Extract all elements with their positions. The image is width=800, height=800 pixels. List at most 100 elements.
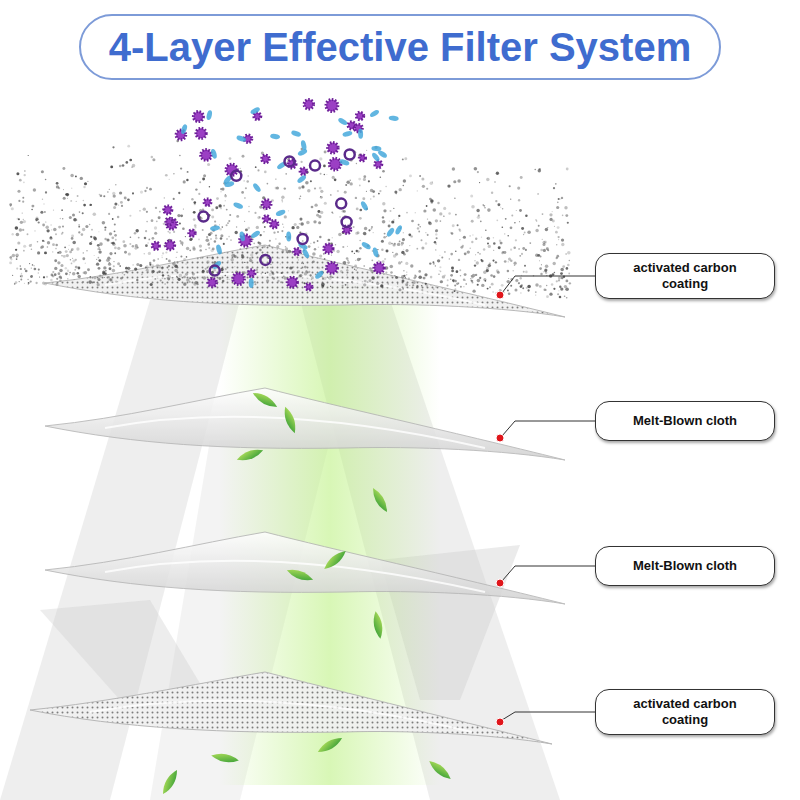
dust-particle [435,286,437,288]
dust-particle [124,197,127,200]
dust-particle [247,252,248,253]
dust-particle [267,183,269,185]
germ [359,155,365,161]
dust-particle [363,265,365,267]
dust-particle [549,213,552,216]
dust-particle [368,229,370,231]
dust-particle [206,270,209,273]
dust-particle [146,265,149,268]
germ [248,270,255,277]
dust-particle [536,220,538,222]
dust-particle [59,275,62,278]
dust-particle [507,270,509,272]
dust-particle [125,161,128,164]
dust-particle [503,251,506,254]
dust-particle [283,276,284,277]
dust-particle [107,281,109,283]
dust-particle [423,277,426,280]
dust-particle [148,252,151,255]
dust-particle [395,276,398,279]
dust-particle [357,250,359,252]
dust-particle [278,257,279,258]
dust-particle [504,233,505,234]
dust-particle [517,187,520,190]
dust-particle [15,249,17,251]
bacterium [236,135,247,143]
dust-particle [469,235,470,236]
bacterium [233,201,244,209]
dust-particle [359,217,362,220]
dust-particle [335,244,336,245]
dust-particle [179,155,180,156]
dust-particle [291,226,294,229]
dust-particle [347,246,348,247]
dust-particle [560,199,561,200]
dust-particle [146,221,148,223]
dust-particle [38,272,39,273]
dust-particle [185,263,186,264]
dust-particle [332,277,334,279]
dust-particle [61,255,62,256]
dust-particle [434,241,436,243]
dust-particle [255,268,258,271]
dust-particle [380,284,383,287]
germ [201,150,212,161]
dust-particle [60,277,62,279]
dust-particle [552,273,555,276]
dust-particle [524,265,526,267]
germ [300,168,307,175]
dust-particle [417,190,418,191]
dust-particle [429,262,431,264]
dust-particle [180,255,182,257]
dust-particle [440,220,442,222]
dust-particle [59,279,62,282]
dust-particle [344,191,347,194]
dust-particle [220,237,223,240]
dust-particle [471,276,474,279]
leaf [370,486,391,514]
dust-particle [255,166,257,168]
dust-particle [62,232,64,234]
dust-particle [520,285,523,288]
dust-particle [558,290,559,291]
dust-particle [311,276,314,279]
dust-particle [487,288,489,290]
dust-particle [354,286,356,288]
dust-particle [38,269,40,271]
dust-particle [519,255,521,257]
dust-particle [179,240,181,242]
dust-particle [490,274,493,277]
dust-particle [17,190,20,193]
virus-ring [210,266,220,276]
dust-particle [405,262,408,265]
dust-particle [152,264,154,266]
dust-particle [463,286,464,287]
dust-particle [176,251,178,253]
dust-particle [209,186,210,187]
dust-particle [129,159,132,162]
dust-particle [347,284,349,286]
germ [263,216,269,222]
dust-particle [104,226,106,228]
dust-particle [479,182,480,183]
germ [326,100,338,112]
dust-particle [154,278,156,280]
callout-label: Melt-Blown cloth [633,413,737,429]
dust-particle [355,260,356,261]
bacterium [297,148,308,157]
germ [375,161,382,168]
dust-particle [558,276,561,279]
dust-particle [219,224,220,225]
dust-particle [471,220,474,223]
dust-particle [32,264,33,265]
bacterium [296,174,307,184]
dust-particle [428,221,431,224]
dust-particle [282,201,284,203]
dust-particle [508,261,509,262]
dust-particle [357,258,360,261]
dust-particle [441,256,443,258]
dust-particle [376,282,379,285]
dust-particle [416,285,418,287]
dust-particle [93,213,97,217]
dust-particle [318,267,321,270]
